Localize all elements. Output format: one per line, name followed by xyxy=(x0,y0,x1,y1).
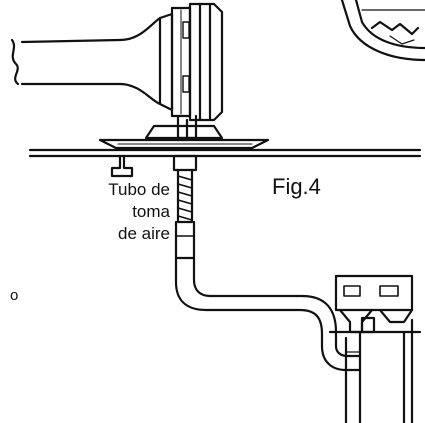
device-corner-icon xyxy=(340,0,425,62)
mounting-plate-icon xyxy=(28,124,422,178)
label-line-2: toma xyxy=(132,202,170,221)
air-intake-tube-icon xyxy=(172,154,362,372)
horn-icon xyxy=(118,2,224,140)
edge-text-fragment: o xyxy=(10,287,19,304)
label-line-1: Tubo de xyxy=(108,180,170,199)
cut-cable-icon xyxy=(10,38,122,86)
label-line-3: de aire xyxy=(118,224,170,243)
figure-label: Fig.4 xyxy=(272,174,321,199)
pipe-connector-icon xyxy=(328,274,422,423)
air-intake-tube-label: Tubo de toma de aire xyxy=(60,179,170,245)
